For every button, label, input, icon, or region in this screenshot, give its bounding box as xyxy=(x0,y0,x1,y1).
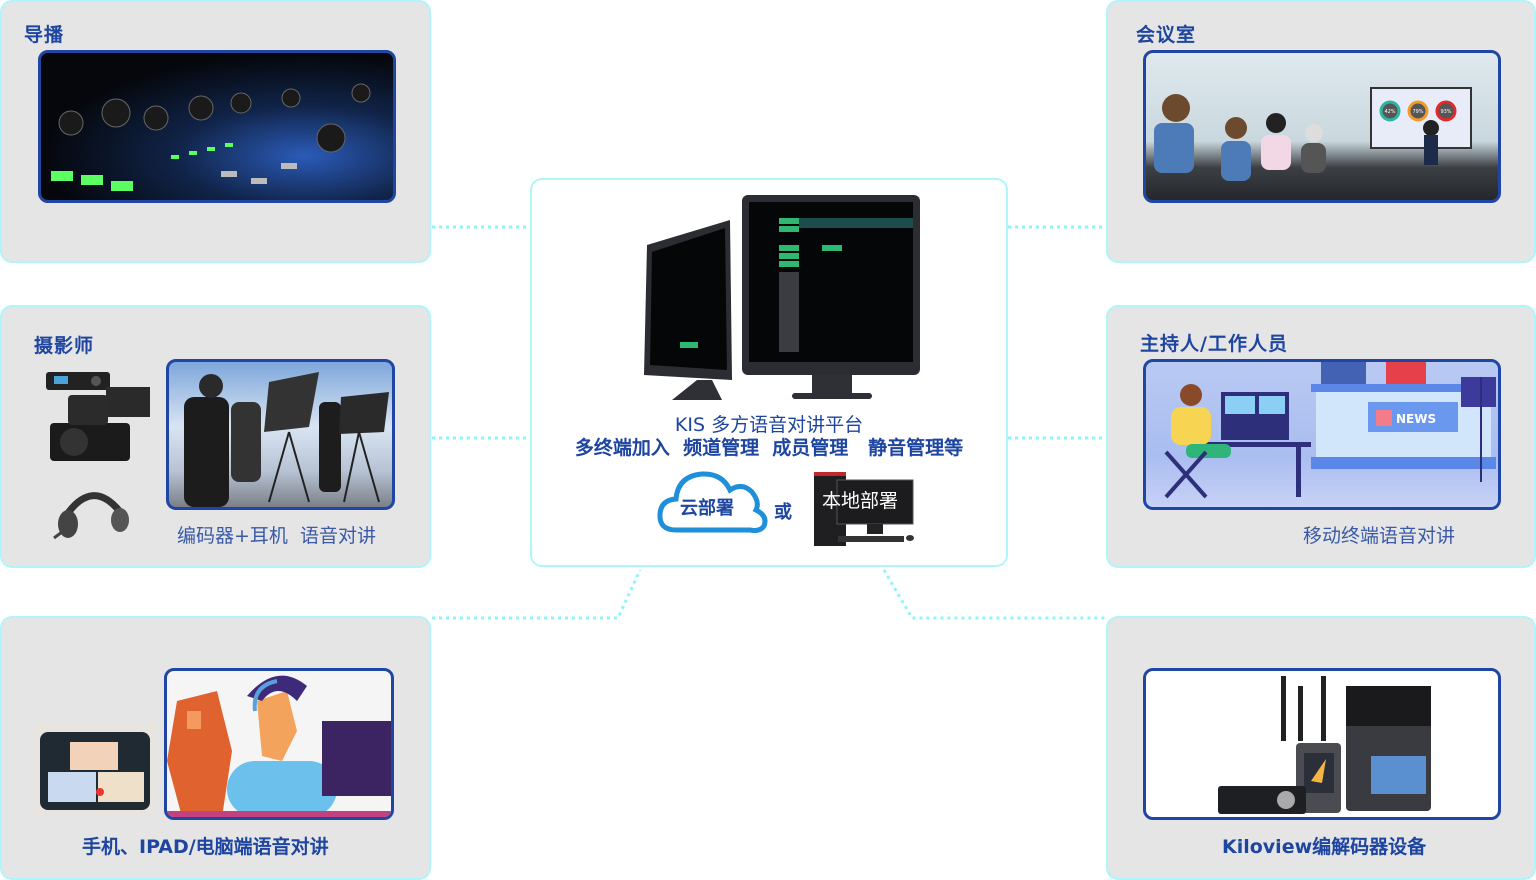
panel-title: 会议室 xyxy=(1136,24,1197,46)
platform-features: 多终端加入 频道管理 成员管理 静音管理等 xyxy=(574,437,964,459)
connector-mobile xyxy=(432,569,642,620)
stat-79: 79% xyxy=(1412,109,1423,115)
tablet-video-call-image xyxy=(34,722,155,816)
cameraman-caption: 编码器+耳机 语音对讲 xyxy=(177,525,376,547)
panel-director: 导播 xyxy=(0,0,431,263)
audio-mixer-photo xyxy=(38,50,396,203)
panel-title: 主持人/工作人员 xyxy=(1140,333,1288,355)
meeting-room-photo: 42% 79% 93% xyxy=(1143,50,1501,203)
gamer-headset-illustration xyxy=(164,668,394,820)
host-staff-caption: 移动终端语音对讲 xyxy=(1303,525,1456,547)
local-deploy-label: 本地部署 xyxy=(822,490,899,512)
mobile-caption: 手机、IPAD/电脑端语音对讲 xyxy=(82,836,329,858)
kis-platform-card: KIS 多方语音对讲平台 多终端加入 频道管理 成员管理 静音管理等 云部署 或… xyxy=(530,178,1008,567)
connector-kiloview xyxy=(882,569,1106,620)
panel-kiloview: Kiloview编解码器设备 xyxy=(1106,616,1536,880)
panel-cameraman: 摄影师 编码器+耳机 语音对讲 xyxy=(0,305,431,568)
or-label: 或 xyxy=(774,502,792,523)
panel-title: 摄影师 xyxy=(34,335,95,357)
cloud-deploy-label: 云部署 xyxy=(680,498,734,519)
stat-42: 42% xyxy=(1384,109,1395,115)
local-deploy: 本地部署 xyxy=(812,470,922,550)
desktop-computer-icon xyxy=(814,472,914,546)
panel-mobile: 手机、IPAD/电脑端语音对讲 xyxy=(0,616,431,880)
cloud-icon xyxy=(657,471,768,533)
cloud-deploy: 云部署 xyxy=(656,466,770,536)
monitors-image xyxy=(592,190,952,410)
news-label: NEWS xyxy=(1396,412,1436,426)
kiloview-devices-photo xyxy=(1143,668,1501,820)
headset-image xyxy=(52,482,132,544)
panel-title: 导播 xyxy=(24,24,65,46)
platform-title: KIS 多方语音对讲平台 xyxy=(674,414,864,436)
stat-93: 93% xyxy=(1440,109,1451,115)
camera-operators-photo xyxy=(166,359,395,510)
news-studio-illustration: NEWS xyxy=(1143,359,1501,510)
camcorder-image xyxy=(44,367,152,465)
panel-host-staff: 主持人/工作人员 NEWS 移动终端语音对讲 xyxy=(1106,305,1536,568)
panel-meeting-room: 会议室 42% 79% 93% xyxy=(1106,0,1536,263)
kiloview-caption: Kiloview编解码器设备 xyxy=(1222,836,1427,858)
